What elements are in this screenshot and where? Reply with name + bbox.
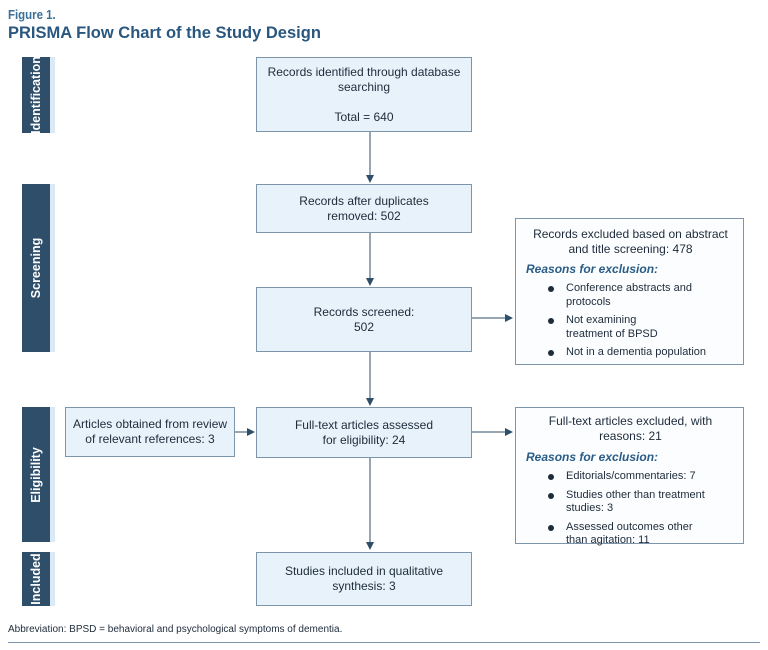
stage-included: Included: [22, 552, 55, 606]
box-excluded-full-text: Full-text articles excluded, with reason…: [515, 407, 744, 546]
records-identified-total: Total = 640: [334, 109, 394, 124]
excluded-abstract-line1: Records excluded based on abstract: [533, 227, 728, 241]
after-duplicates-line2: removed: 502: [327, 208, 401, 223]
excluded-abstract-line2: and title screening: 478: [568, 242, 693, 256]
included-line2: synthesis: 3: [332, 579, 396, 593]
stage-screening: Screening: [22, 184, 55, 352]
references-line1: Articles obtained from review: [72, 417, 228, 431]
full-text-line1: Full-text articles assessed: [294, 417, 434, 432]
box-full-text-assessed: Full-text articles assessed for eligibil…: [256, 407, 472, 458]
reason-item: Not examining treatment of BPSD: [526, 314, 735, 341]
records-identified-line1: Records identified through database: [267, 64, 461, 79]
excluded-abstract-reasons-head: Reasons for exclusion:: [526, 262, 659, 276]
references-line2: of relevant references: 3: [85, 432, 215, 446]
box-after-duplicates: Records after duplicates removed: 502: [256, 184, 472, 233]
reason-item: Studies other than treatment studies: 3: [526, 489, 735, 516]
after-duplicates-line1: Records after duplicates: [299, 193, 429, 208]
bottom-rule: [8, 642, 760, 643]
records-screened-line1: Records screened:: [313, 304, 415, 319]
box-references: Articles obtained from review of relevan…: [65, 407, 235, 457]
box-records-identified: Records identified through database sear…: [256, 57, 472, 132]
excluded-full-text-reasons: Editorials/commentaries: 7 Studies other…: [526, 470, 735, 548]
reason-item: Conference abstracts and protocols: [526, 282, 735, 309]
excluded-full-text-line1: Full-text articles excluded, with: [548, 414, 713, 428]
stage-identification: Identification: [22, 56, 55, 134]
records-identified-line2: searching: [337, 79, 391, 94]
box-studies-included: Studies included in qualitative synthesi…: [256, 552, 472, 606]
box-excluded-abstract: Records excluded based on abstract and t…: [515, 218, 744, 365]
reason-item: Assessed outcomes other than agitation: …: [526, 521, 735, 548]
footnote: Abbreviation: BPSD = behavioral and psyc…: [8, 624, 343, 635]
figure-title: PRISMA Flow Chart of the Study Design: [8, 24, 321, 42]
excluded-abstract-reasons: Conference abstracts and protocols Not e…: [526, 282, 735, 360]
included-line1: Studies included in qualitative: [284, 564, 444, 578]
records-screened-line2: 502: [353, 319, 375, 334]
figure-label: Figure 1.: [8, 7, 56, 22]
full-text-line2: for eligibility: 24: [322, 432, 406, 447]
reason-item: Editorials/commentaries: 7: [526, 470, 735, 484]
box-records-screened: Records screened: 502: [256, 287, 472, 352]
excluded-full-text-reasons-head: Reasons for exclusion:: [526, 450, 659, 464]
reason-item: Not in a dementia population: [526, 346, 735, 360]
stage-eligibility: Eligibility: [22, 407, 55, 542]
excluded-full-text-line2: reasons: 21: [599, 429, 662, 443]
